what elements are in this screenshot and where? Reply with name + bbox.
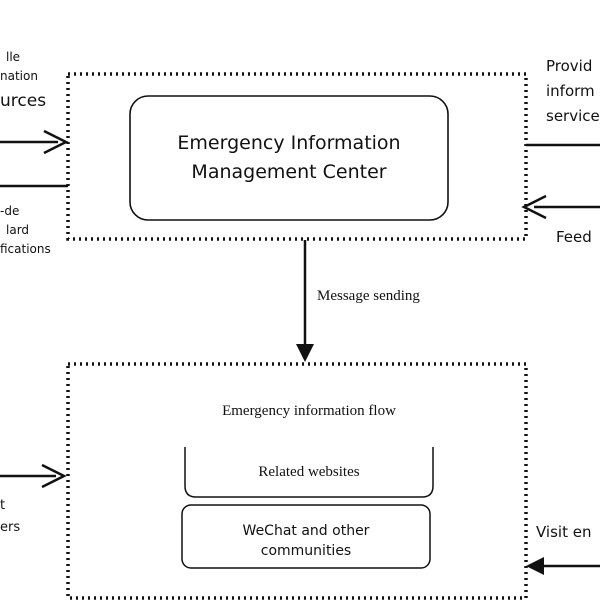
left-label-2: nation: [0, 69, 38, 83]
left-label-1: lle: [6, 50, 21, 64]
wechat-label-line1: WeChat and other: [242, 523, 370, 539]
top-dotted-box: [66, 72, 528, 241]
left-label-8: ers: [0, 520, 21, 535]
arrow-sources-head: [43, 129, 69, 155]
right-label-3: service: [546, 107, 600, 125]
center-title-line2: Management Center: [191, 161, 387, 183]
top-rounded-box: [129, 95, 449, 221]
arrow-users-head: [41, 463, 67, 489]
left-label-6: fications: [0, 242, 51, 256]
center-title-line1: Emergency Information: [177, 132, 401, 154]
right-label-4: Feed: [556, 228, 592, 246]
left-label-4: -de: [0, 204, 20, 218]
related-websites-label: Related websites: [258, 464, 360, 480]
message-sending-label: Message sending: [317, 288, 420, 304]
left-label-7: t: [0, 498, 6, 513]
related-websites-frame: [184, 447, 434, 498]
arrow-visit-head: [526, 557, 544, 575]
flow-title: Emergency information flow: [222, 403, 396, 419]
left-label-3: urces: [0, 91, 47, 111]
right-label-2: inform: [546, 82, 595, 100]
arrow-message-head: [296, 344, 314, 362]
wechat-box: [181, 504, 431, 569]
arrow-feed-head: [521, 194, 547, 220]
wechat-label-line2: communities: [260, 543, 352, 559]
left-label-5: lard: [6, 223, 30, 237]
bottom-dotted-box: [66, 362, 528, 600]
right-label-1: Provid: [546, 57, 593, 75]
right-label-5: Visit en: [536, 523, 592, 541]
